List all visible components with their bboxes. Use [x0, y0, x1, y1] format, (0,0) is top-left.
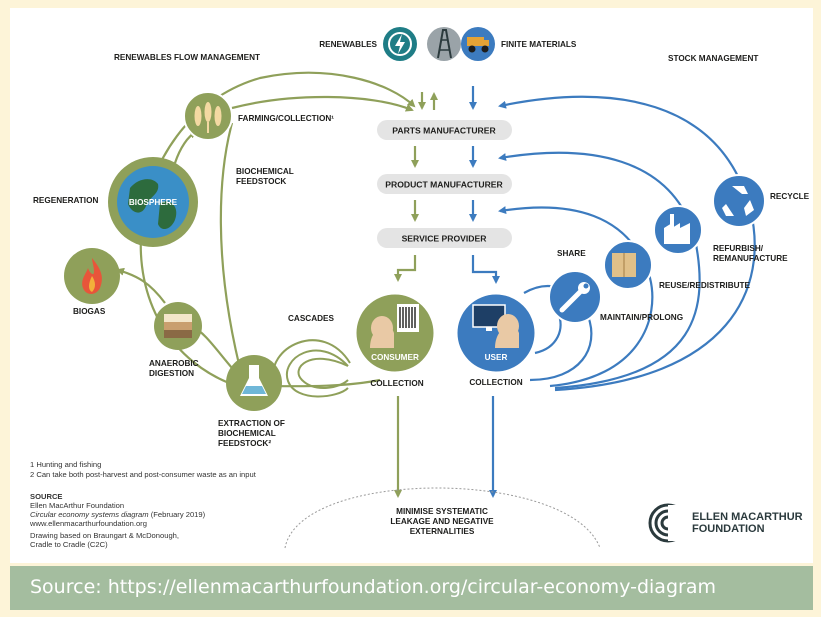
flow-farming-to-parts	[231, 95, 414, 112]
service-provider-box: SERVICE PROVIDER	[377, 228, 512, 248]
product-manufacturer-box: PRODUCT MANUFACTURER	[377, 174, 512, 194]
footnote-1: 1 Hunting and fishing	[30, 460, 101, 469]
collection-right-label: COLLECTION	[469, 378, 522, 387]
source-caption: Source: https://ellenmacarthurfoundation…	[30, 576, 716, 598]
recycle-node	[712, 174, 766, 228]
diagram-panel: PARTS MANUFACTURER PRODUCT MANUFACTURER …	[10, 8, 813, 563]
biogas-node	[64, 248, 120, 304]
renewables-label: RENEWABLES	[319, 40, 377, 49]
renewables-flow-label: RENEWABLES FLOW MANAGEMENT	[114, 53, 260, 62]
lightning-icon	[383, 27, 417, 61]
caption-bar: Source: https://ellenmacarthurfoundation…	[10, 566, 813, 610]
barcode-person-icon	[370, 304, 419, 348]
cascades-arcs	[272, 339, 351, 398]
biochemical-line2: FEEDSTOCK	[236, 177, 286, 186]
refurbish-line2: REMANUFACTURE	[713, 254, 788, 263]
refurbish-line1: REFURBISH/	[713, 244, 764, 253]
biosphere-label: BIOSPHERE	[129, 198, 178, 207]
flow-reuse	[498, 206, 654, 388]
minimise-line3: EXTERNALITIES	[410, 527, 475, 536]
source-diagram-title: Circular economy systems diagram	[30, 510, 149, 519]
source-title: SOURCE	[30, 492, 63, 501]
parts-manufacturer-box: PARTS MANUFACTURER	[377, 120, 512, 140]
anaerobic-node	[154, 302, 202, 350]
finite-materials-label: FINITE MATERIALS	[501, 40, 577, 49]
source-diagram-date: (February 2019)	[149, 510, 206, 519]
oil-rig-icon	[427, 27, 461, 61]
biosphere-node: BIOSPHERE	[108, 157, 198, 247]
biogas-label: BIOGAS	[73, 307, 106, 316]
farming-node	[183, 91, 233, 141]
top-arrows	[418, 86, 477, 110]
minimise-line2: LEAKAGE AND NEGATIVE	[390, 517, 494, 526]
leakage-boundary	[284, 487, 601, 549]
product-manufacturer-label: PRODUCT MANUFACTURER	[385, 180, 503, 190]
flow-biosphere-to-farming	[173, 131, 198, 164]
maintain-label: MAINTAIN/PROLONG	[600, 313, 683, 322]
extraction-line3: FEEDSTOCK²	[218, 439, 271, 448]
flask-icon	[240, 365, 268, 396]
biochemical-line1: BIOCHEMICAL	[236, 167, 294, 176]
extraction-line2: BIOCHEMICAL	[218, 429, 276, 438]
share-label: SHARE	[557, 249, 586, 258]
stock-management-label: STOCK MANAGEMENT	[668, 54, 758, 63]
source-url: www.ellenmacarthurfoundation.org	[29, 519, 147, 528]
extraction-line1: EXTRACTION OF	[218, 419, 285, 428]
recycle-icon	[722, 186, 754, 216]
globe-icon	[128, 179, 177, 230]
drawing-line1: Drawing based on Braungart & McDonough,	[30, 531, 179, 540]
mining-truck-icon	[461, 27, 495, 61]
monitor-person-icon	[472, 304, 519, 348]
factory-icon	[664, 214, 690, 244]
center-arrows	[394, 146, 500, 498]
extraction-node	[226, 355, 282, 411]
reuse-node	[603, 240, 653, 290]
logo-line1: ELLEN MACARTHUR	[692, 511, 803, 523]
minimise-line1: MINIMISE SYSTEMATIC	[396, 507, 488, 516]
anaerobic-line2: DIGESTION	[149, 369, 194, 378]
source-org: Ellen MacArthur Foundation	[30, 501, 124, 510]
emf-logo: ELLEN MACARTHUR FOUNDATION	[648, 503, 803, 543]
flow-share	[534, 312, 562, 355]
footnote-2: 2 Can take both post-harvest and post-co…	[30, 470, 257, 479]
maintain-node	[548, 270, 602, 324]
wheat-fish-icon	[194, 102, 222, 133]
service-provider-label: SERVICE PROVIDER	[402, 234, 488, 244]
user-label: USER	[485, 353, 508, 362]
flow-anaerobic-to-biogas	[116, 267, 166, 304]
circular-economy-diagram: PARTS MANUFACTURER PRODUCT MANUFACTURER …	[29, 27, 810, 549]
reuse-label: REUSE/REDISTRIBUTE	[659, 281, 751, 290]
parts-manufacturer-label: PARTS MANUFACTURER	[392, 126, 496, 136]
recycle-label: RECYCLE	[770, 192, 810, 201]
consumer-label: CONSUMER	[371, 353, 419, 362]
consumer-node: CONSUMER	[353, 291, 437, 375]
collection-left-label: COLLECTION	[370, 379, 423, 388]
soil-layers-icon	[164, 314, 192, 338]
farming-label: FARMING/COLLECTION¹	[238, 114, 334, 123]
refurbish-node	[653, 205, 703, 255]
anaerobic-line1: ANAEROBIC	[149, 359, 199, 368]
logo-line2: FOUNDATION	[692, 523, 765, 535]
regeneration-label: REGENERATION	[33, 196, 98, 205]
drawing-line2: Cradle to Cradle (C2C)	[30, 540, 108, 549]
boxes-icon	[612, 253, 636, 277]
flame-icon	[82, 258, 102, 294]
wrench-icon	[559, 282, 590, 313]
cascades-label: CASCADES	[288, 314, 334, 323]
flow-biochemical-feedstock	[219, 122, 247, 389]
user-node: USER	[454, 291, 538, 375]
source-diagram-line: Circular economy systems diagram (Februa…	[30, 510, 206, 519]
